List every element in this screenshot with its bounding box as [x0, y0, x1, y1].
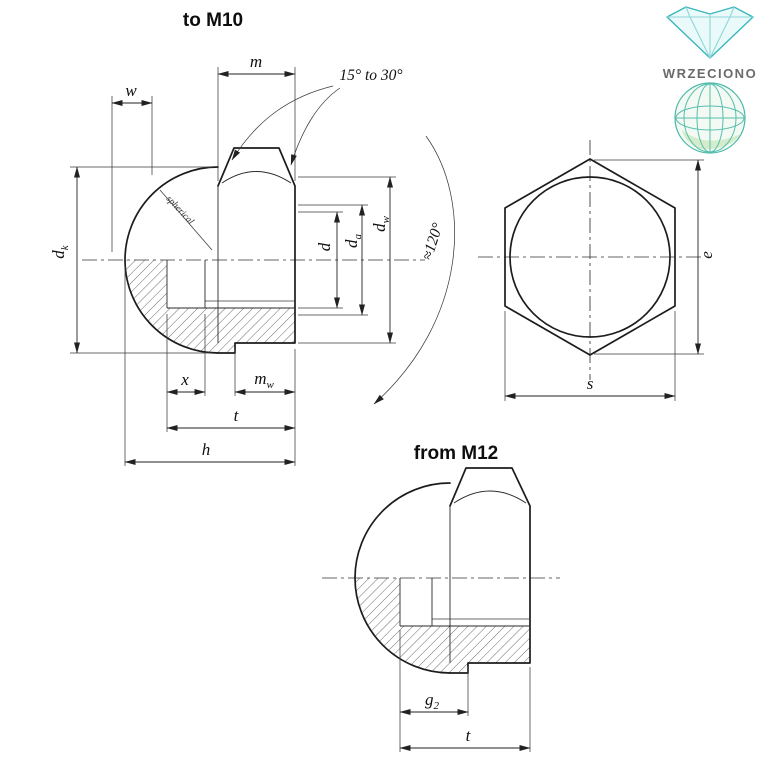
dim-label-dk-sub: k [59, 244, 71, 250]
globe-icon [674, 82, 746, 154]
dim-label-mw-sub: w [266, 379, 274, 391]
dim-label-g2-sub: 2 [434, 700, 440, 712]
spherical-note: spherical [164, 194, 196, 227]
brand-name: WRZECIONO [663, 66, 757, 81]
chamfer-arc [221, 171, 292, 184]
gem-icon [666, 6, 754, 59]
chamfer-angle-note: 15° to 30° [339, 67, 402, 84]
dim-label-t: t [234, 406, 240, 425]
dim-label-mw: mw [254, 369, 274, 391]
seat-angle-note: ≈120° [419, 221, 447, 262]
section-hatch [125, 260, 295, 353]
gem-facet [689, 16, 711, 59]
figure-hex-front-view: s e [478, 140, 716, 401]
dim-label-g2: g2 [425, 690, 440, 712]
dim-label-da-sub: a [352, 234, 364, 240]
section-hatch-2 [355, 578, 530, 673]
dome-outline [124, 166, 219, 354]
dim-label-m: m [250, 52, 262, 71]
dim-label-g2-base: g [425, 690, 434, 709]
seat-angle-arc [373, 135, 455, 405]
chamfer-leader-left [231, 85, 334, 161]
dim-label-w: w [125, 81, 137, 100]
dim-label-dk: dk [49, 244, 71, 259]
dim-label-dw: dw [370, 215, 392, 232]
dim-label-x: x [180, 370, 189, 389]
figure-title-to-m10: to M10 [183, 10, 243, 31]
brand-logo: WRZECIONO [663, 6, 757, 154]
gem-facet [729, 6, 735, 18]
dim-label-h: h [202, 440, 211, 459]
dim-label-dw-base: d [370, 223, 389, 232]
dim-label-t2: t [466, 726, 472, 745]
figure-cap-nut-section-to-m10: to M10 spherical m 15° to 30° [49, 10, 455, 466]
chamfer-arc-2 [453, 490, 527, 504]
dome-outline-2 [354, 482, 451, 674]
dim-label-da-base: d [342, 239, 361, 248]
spherical-leader [159, 189, 213, 251]
dim-label-d: d [315, 242, 334, 251]
dim-label-e: e [697, 251, 716, 259]
dim-label-mw-base: m [254, 369, 266, 388]
gem-facet [709, 16, 731, 59]
hexagon-outline [504, 158, 676, 356]
dim-label-dk-base: d [49, 250, 68, 259]
cap-circle [509, 176, 671, 338]
dim-label-dw-sub: w [380, 215, 392, 223]
figure-title-from-m12: from M12 [414, 443, 498, 464]
chamfer-leader-right [290, 87, 341, 166]
dim-label-s: s [587, 374, 594, 393]
dim-label-da: da [342, 234, 364, 249]
figure-cap-nut-section-from-m12: from M12 g2 t [322, 443, 560, 752]
gem-facet [685, 6, 691, 18]
